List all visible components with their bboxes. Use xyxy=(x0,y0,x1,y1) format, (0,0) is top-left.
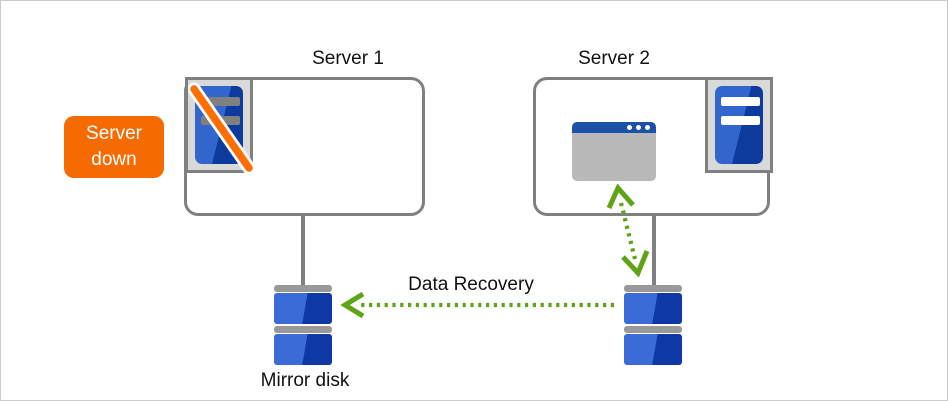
disk-cap xyxy=(624,326,682,333)
server-down-badge: Server down xyxy=(64,116,164,178)
window-dot-icon xyxy=(636,125,641,130)
server1-label: Server 1 xyxy=(312,48,384,69)
disk-platter xyxy=(624,334,682,365)
badge-line-2: down xyxy=(91,149,137,170)
server-slot-bar xyxy=(721,97,760,106)
mirror-disk-icon-server1 xyxy=(274,285,332,367)
server1-disk-connector-line xyxy=(301,214,305,287)
server2-disk-connector-line xyxy=(652,214,656,287)
server2-label: Server 2 xyxy=(578,48,650,69)
mirror-disk-label: Mirror disk xyxy=(260,370,350,391)
disk-cap xyxy=(274,326,332,333)
window-dot-icon xyxy=(645,125,650,130)
disk-cap xyxy=(624,285,682,292)
server1-failed-server-icon xyxy=(185,77,256,175)
disk-platter xyxy=(624,293,682,324)
server-slot-bar xyxy=(721,116,760,125)
disk-platter xyxy=(274,334,332,365)
failure-slash-icon xyxy=(188,82,256,175)
server2-active-server-icon xyxy=(705,77,773,173)
disk-cap xyxy=(274,285,332,292)
server-chassis-icon xyxy=(715,86,763,164)
window-dot-icon xyxy=(627,125,632,130)
server-slot-bar xyxy=(201,97,240,106)
mirror-disk-icon-server2 xyxy=(624,285,682,367)
application-window-icon xyxy=(572,122,656,181)
data-recovery-arrow xyxy=(340,291,614,319)
data-recovery-label: Data Recovery xyxy=(408,274,534,295)
badge-line-1: Server xyxy=(86,123,142,144)
window-titlebar xyxy=(572,122,656,133)
disk-platter xyxy=(274,293,332,324)
